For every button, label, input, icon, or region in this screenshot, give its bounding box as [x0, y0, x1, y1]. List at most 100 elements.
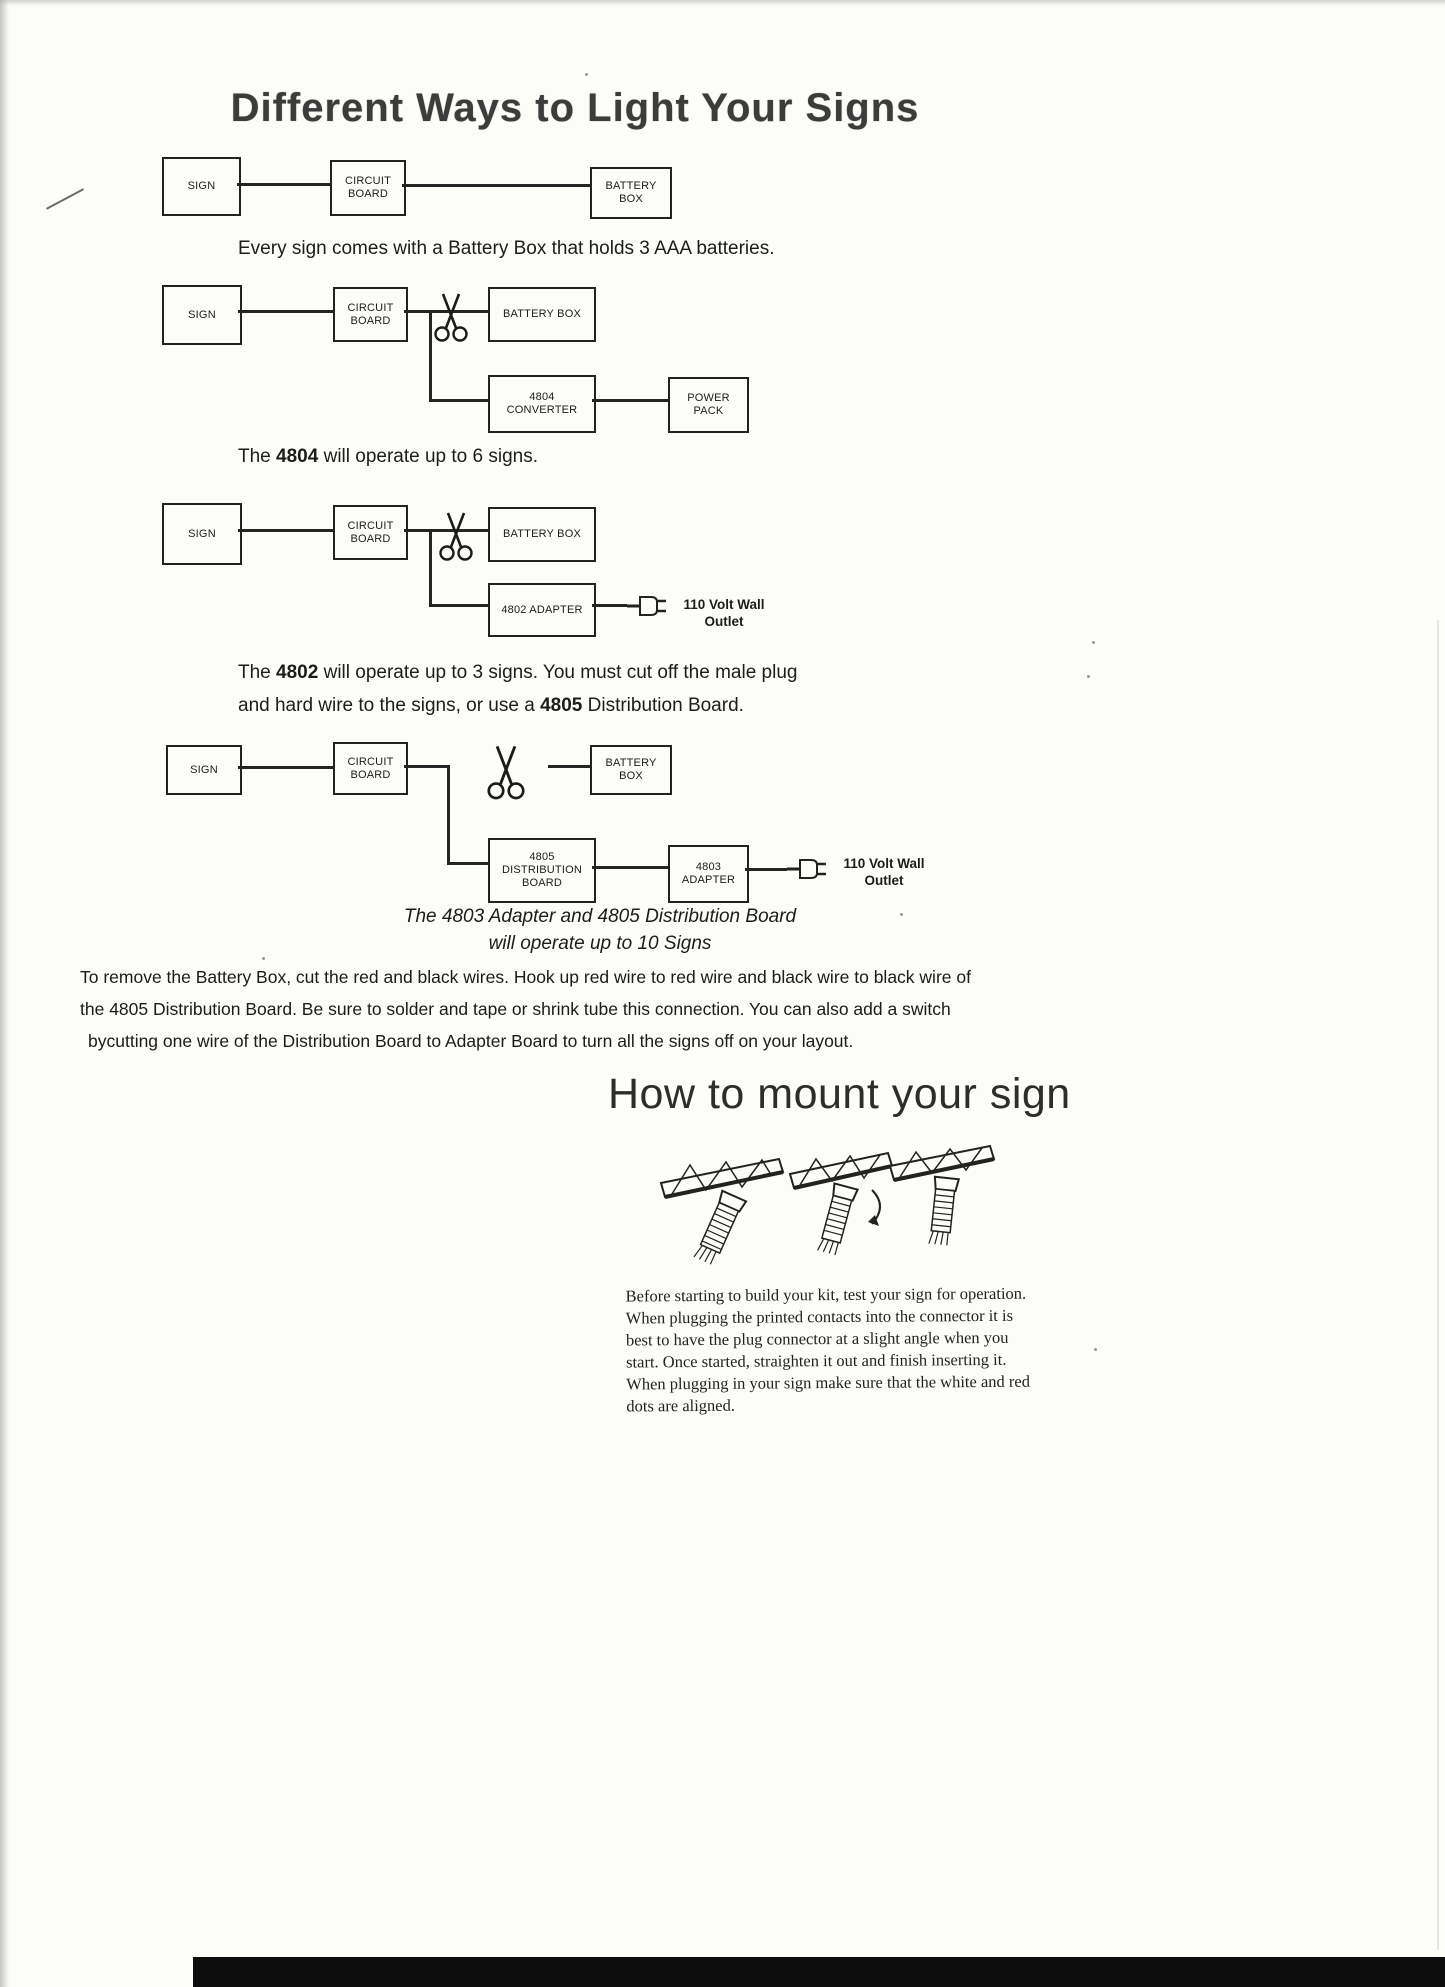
mount-illustration-3	[888, 1132, 1000, 1260]
caption-text: will operate up to 3 signs. You must cut…	[318, 662, 798, 683]
paragraph-line: best to have the plug connector at a sli…	[625, 1327, 1009, 1350]
box-label: POWER	[687, 392, 730, 404]
paragraph-line: To remove the Battery Box, cut the red a…	[80, 967, 971, 987]
wire	[238, 766, 333, 769]
box-label: CIRCUIT	[344, 175, 391, 187]
box-label: BOARD	[350, 768, 391, 781]
caption-text: will operate up to 6 signs.	[318, 446, 538, 467]
box-label: BOARD	[350, 314, 391, 327]
scan-speck	[585, 73, 588, 76]
caption-4802-line2: and hard wire to the signs, or use a 480…	[238, 695, 744, 717]
wall-outlet-line2: Outlet	[704, 614, 744, 629]
power-pack-box: POWER PACK	[668, 377, 749, 433]
box-label: PACK	[693, 405, 724, 417]
circuit-board-box: CIRCUIT BOARD	[333, 505, 408, 560]
mount-illustration-1	[658, 1143, 793, 1278]
wall-outlet-label: 110 Volt Wall Outlet	[828, 855, 940, 889]
scissors-icon	[486, 744, 526, 802]
converter-4804-box: 4804 CONVERTER	[488, 375, 596, 433]
caption-bold: 4802	[276, 662, 319, 683]
caption-battery-box: Every sign comes with a Battery Box that…	[238, 238, 775, 259]
box-label: BOX	[619, 193, 643, 205]
box-label: 4802 ADAPTER	[501, 603, 583, 616]
sign-box: SIGN	[162, 157, 241, 216]
box-label: 4803	[695, 861, 722, 873]
box-label: BOARD	[350, 532, 391, 545]
circuit-board-box: CIRCUIT BOARD	[333, 287, 408, 342]
sign-box: SIGN	[162, 503, 242, 565]
caption-text: Distribution Board.	[582, 695, 744, 716]
plug-icon	[787, 852, 827, 886]
wire	[429, 312, 432, 402]
box-label: BOARD	[347, 188, 389, 200]
adapter-4803-box: 4803 ADAPTER	[668, 845, 749, 903]
paragraph-line: bycutting one wire of the Distribution B…	[88, 1031, 854, 1051]
wire	[429, 399, 488, 402]
caption-text: The	[238, 662, 277, 683]
battery-box-box: BATTERY BOX	[488, 507, 596, 562]
wire	[402, 184, 590, 187]
caption-4802-line1: The 4802 will operate up to 3 signs. You…	[238, 662, 797, 684]
caption-text: and hard wire to the signs, or use a	[238, 695, 541, 716]
paragraph-line: When plugging in your sign make sure tha…	[626, 1371, 1030, 1394]
box-label: SIGN	[190, 763, 218, 776]
scan-speck	[1087, 675, 1090, 678]
mount-illustration-2	[788, 1138, 900, 1270]
wire	[404, 765, 450, 768]
wire	[404, 529, 488, 532]
plug-icon	[627, 589, 667, 623]
caption-text: The	[238, 446, 277, 467]
pen-mark	[45, 188, 85, 210]
box-label: BATTERY	[605, 757, 657, 769]
distribution-4805-box: 4805 DISTRIBUTION BOARD	[488, 838, 596, 903]
caption-line2: will operate up to 10 Signs	[488, 933, 712, 954]
box-label: CIRCUIT	[347, 301, 394, 314]
wall-outlet-line1: 110 Volt Wall	[683, 597, 765, 612]
box-label: SIGN	[188, 308, 216, 321]
remove-battery-paragraph: To remove the Battery Box, cut the red a…	[80, 961, 1080, 1057]
paragraph-line: start. Once started, straighten it out a…	[626, 1349, 1007, 1372]
paragraph-line: When plugging the printed contacts into …	[625, 1305, 1014, 1328]
wire	[745, 868, 787, 871]
wire	[592, 604, 627, 607]
box-label: CIRCUIT	[347, 755, 394, 768]
box-label: BATTERY BOX	[502, 528, 581, 540]
paragraph-line: dots are aligned.	[626, 1395, 736, 1416]
wire	[429, 531, 432, 607]
caption-bold: 4804	[276, 446, 319, 467]
scan-speck	[1092, 641, 1095, 644]
caption-bold: 4805	[540, 695, 583, 716]
wire	[592, 399, 668, 402]
box-label: 4805	[529, 851, 555, 863]
page-title: Different Ways to Light Your Signs	[230, 86, 920, 130]
box-label: SIGN	[188, 527, 216, 540]
wire	[237, 183, 330, 186]
wire	[429, 604, 488, 607]
scan-edge-right	[1437, 620, 1439, 1950]
wire	[238, 529, 333, 532]
wall-outlet-line2: Outlet	[864, 873, 904, 888]
battery-box-box: BATTERY BOX	[590, 745, 672, 795]
sign-box: SIGN	[162, 285, 242, 345]
circuit-board-box: CIRCUIT BOARD	[330, 160, 406, 216]
caption-4804: The 4804 will operate up to 6 signs.	[238, 446, 538, 468]
box-label: BOARD	[521, 877, 563, 889]
battery-box-box: BATTERY BOX	[488, 287, 596, 342]
box-label: 4804	[529, 391, 555, 403]
box-label: BATTERY BOX	[502, 308, 581, 320]
paragraph-line: Before starting to build your kit, test …	[625, 1283, 1027, 1306]
scissors-icon	[433, 292, 469, 344]
wire	[592, 866, 668, 869]
circuit-board-box: CIRCUIT BOARD	[333, 742, 408, 795]
scan-edge-top	[0, 0, 1445, 6]
mount-heading: How to mount your sign	[608, 1070, 1071, 1118]
wire	[404, 310, 488, 313]
caption-line1: The 4803 Adapter and 4805 Distribution B…	[403, 906, 797, 927]
scissors-icon	[438, 511, 474, 563]
box-label: BATTERY	[605, 180, 657, 192]
wire	[548, 765, 590, 768]
box-label: CIRCUIT	[347, 519, 394, 532]
mount-paragraph: Before starting to build your kit, test …	[626, 1283, 1052, 1418]
scan-speck	[262, 957, 265, 960]
